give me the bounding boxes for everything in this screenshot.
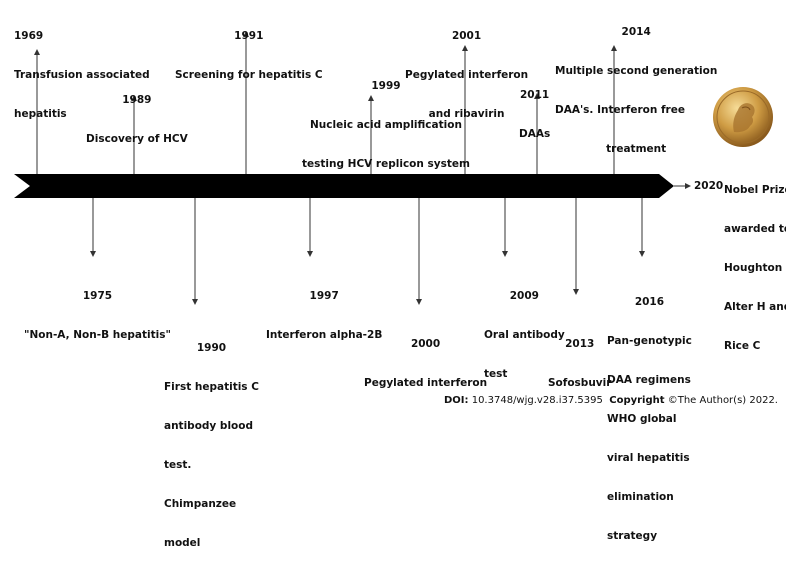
doi-label: DOI: (444, 395, 469, 406)
event-year: 1991 (234, 30, 264, 42)
event-1991: 1991 Screening for hepatitis C (175, 4, 323, 95)
event-line: Oral antibody (484, 329, 565, 341)
event-line: DAA's. Interferon free (555, 104, 685, 116)
timeline-arrow (14, 174, 674, 198)
event-year: 1989 (122, 94, 152, 106)
event-year: 2016 (634, 296, 665, 308)
event-line: hepatitis (14, 108, 67, 120)
nobel-medal-icon (713, 87, 773, 147)
event-line: model (164, 537, 201, 549)
copyright-value: ©The Author(s) 2022. (664, 395, 778, 406)
copyright-label: Copyright (609, 395, 665, 406)
event-2001: 2001 Pegylated interferon and ribavirin (405, 4, 528, 134)
event-line: Pegylated interferon (405, 69, 529, 81)
event-line: First hepatitis C (164, 381, 259, 393)
event-year: 2000 (410, 338, 441, 350)
event-line: test. (164, 459, 192, 471)
nobel-line: Rice C (724, 340, 761, 352)
event-line: Transfusion associated (14, 69, 150, 81)
event-line: Pegylated interferon (364, 377, 488, 389)
event-line: Interferon alpha-2B (266, 329, 383, 341)
event-2014: 2014 Multiple second generation DAA's. I… (555, 0, 717, 169)
event-line: "Non-A, Non-B hepatitis" (24, 329, 171, 341)
event-year: 1990 (196, 342, 227, 354)
event-year: 1999 (371, 80, 401, 92)
event-year: 1975 (82, 290, 113, 302)
event-line: Discovery of HCV (86, 133, 188, 145)
event-line: and ribavirin (428, 108, 505, 120)
event-line: WHO global (607, 413, 677, 425)
end-year-label: 2020 (694, 180, 724, 192)
event-line: Chimpanzee (164, 498, 237, 510)
event-2013: 2013 Sofosbuvir (548, 312, 611, 403)
nobel-line: Alter H and (724, 301, 786, 313)
event-line: antibody blood (164, 420, 253, 432)
event-line: DAA regimens (607, 374, 691, 386)
event-line: test (484, 368, 508, 380)
event-2009: 2009 Oral antibody test (484, 264, 565, 394)
event-1990: 1990 First hepatitis C antibody blood te… (164, 316, 259, 563)
nobel-line: awarded to (724, 223, 786, 235)
event-line: Nucleic acid amplification (310, 119, 462, 131)
event-year: 1997 (309, 290, 339, 302)
event-year: 2013 (565, 338, 595, 350)
event-1999: 1999 Nucleic acid amplification testing … (302, 54, 470, 184)
event-2000: 2000 Pegylated interferon (364, 312, 487, 403)
event-line: Pan-genotypic (607, 335, 692, 347)
event-2011: 2011 DAAs (519, 63, 550, 154)
nobel-line: Houghton M, (724, 262, 786, 274)
event-year: 2009 (509, 290, 539, 302)
event-year: 2001 (451, 30, 482, 42)
event-line: viral hepatitis (607, 452, 690, 464)
event-line: Multiple second generation (555, 65, 718, 77)
timeline-graphic (14, 31, 691, 305)
event-2016: 2016 Pan-genotypic DAA regimens WHO glob… (607, 270, 692, 556)
event-1969: 1969 Transfusion associated hepatitis (14, 4, 150, 134)
event-line: DAAs (519, 128, 551, 140)
doi-value: 10.3748/wjg.v28.i37.5395 (468, 395, 603, 406)
event-line: Screening for hepatitis C (175, 69, 323, 81)
nobel-prize-note: Nobel Prize awarded to Houghton M, Alter… (724, 158, 786, 366)
event-year: 2014 (621, 26, 651, 38)
event-year: 1969 (14, 30, 44, 42)
citation-footer: DOI: 10.3748/wjg.v28.i37.5395 Copyright … (444, 395, 778, 406)
nobel-line: Nobel Prize (724, 184, 786, 196)
event-line: elimination (607, 491, 674, 503)
event-line: testing HCV replicon system (302, 158, 470, 170)
event-year: 2011 (519, 89, 550, 101)
event-line: strategy (607, 530, 658, 542)
event-1975: 1975 "Non-A, Non-B hepatitis" (24, 264, 171, 355)
event-1997: 1997 Interferon alpha-2B (266, 264, 382, 355)
event-1989: 1989 Discovery of HCV (86, 68, 188, 159)
event-line: treatment (606, 143, 667, 155)
event-line: Sofosbuvir (548, 377, 612, 389)
